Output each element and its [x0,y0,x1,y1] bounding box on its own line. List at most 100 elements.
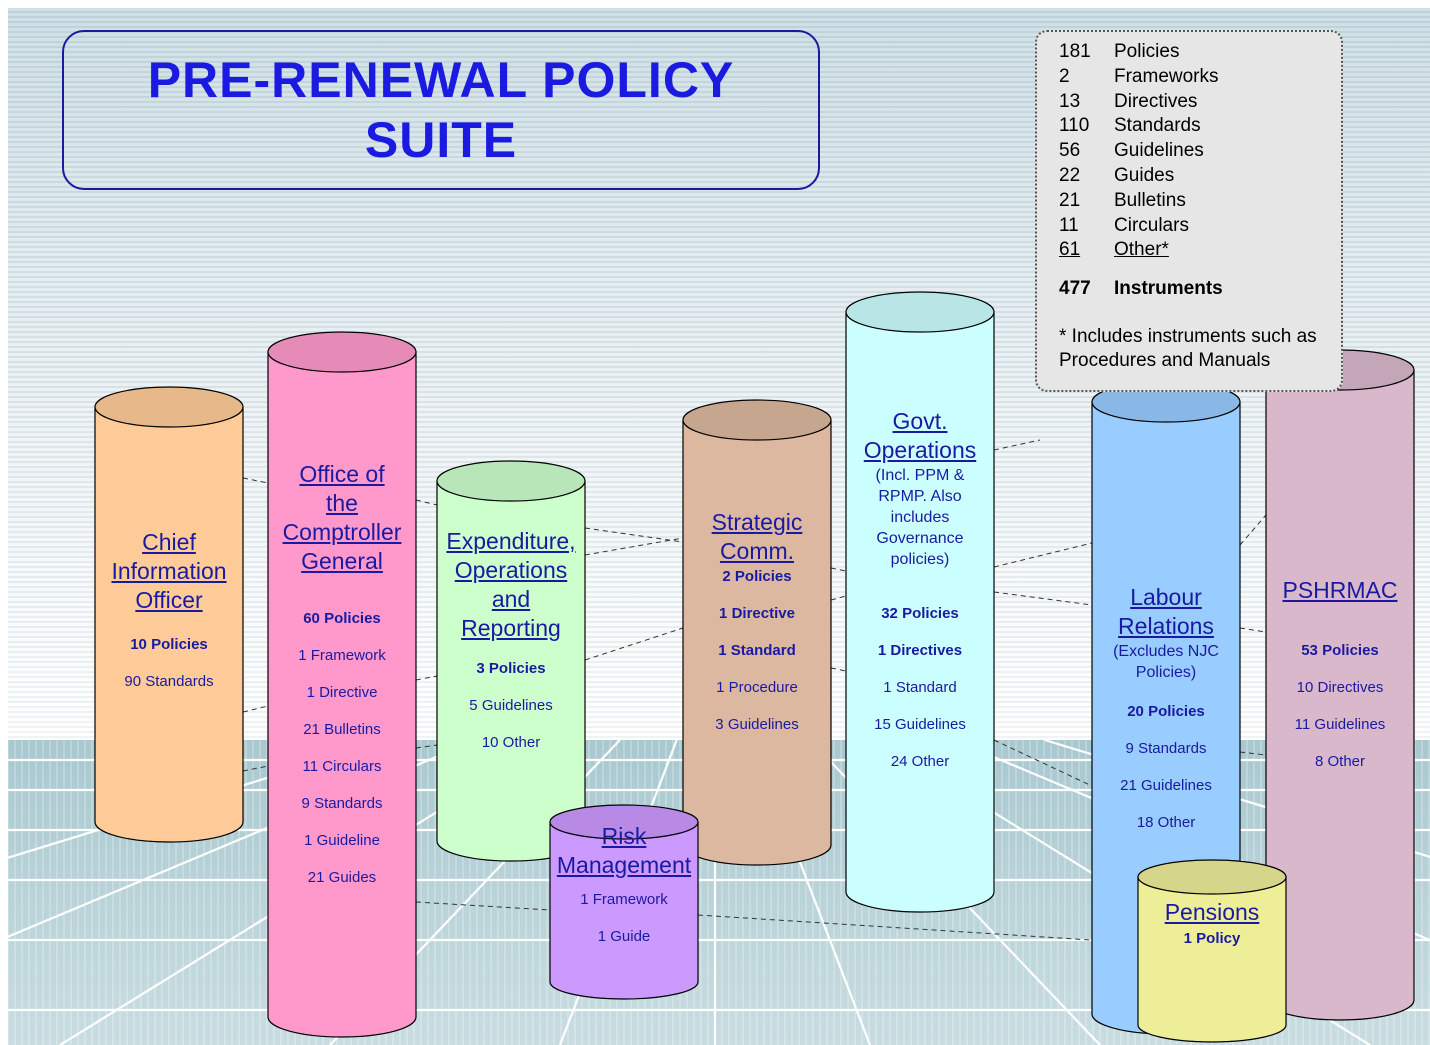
instrument-count: 1 [877,642,887,659]
cylinder-title-line[interactable]: Reporting [461,615,561,641]
cylinder-title-line[interactable]: Office of [299,461,385,487]
legend-count: 13 [1059,90,1081,112]
legend-count: 56 [1059,140,1081,162]
instrument-type: Guidelines [1140,777,1212,794]
cylinder-cio [94,386,244,843]
instrument-type: Guidelines [1314,716,1386,733]
instrument-count: 21 [303,721,320,738]
instrument-type: Standards [145,673,214,690]
instrument-count: 15 [874,716,891,733]
legend-row: 11 Circulars [1059,214,1341,239]
instrument-type: Procedure [728,679,798,696]
cylinder-title-line[interactable]: Operations [863,437,977,463]
page-title: PRE-RENEWAL POLICY SUITE [147,52,735,168]
instrument-count-item: 10 Other [437,724,585,761]
cylinder-title-line[interactable]: Pensions [1164,899,1260,925]
instrument-type: Standards [314,795,383,812]
cylinder-top [1137,859,1287,895]
instrument-count: 24 [890,753,908,770]
instrument-type: Policies [902,605,959,622]
legend-count: 110 [1059,115,1090,137]
instrument-count: 3 [715,716,724,733]
instrument-count-item: 1 Directive [683,595,831,632]
instrument-type: Policies [151,636,208,653]
cylinder-title-line[interactable]: Risk [601,823,647,849]
instrument-count-item: 15 Guidelines [846,706,994,743]
cylinder-title-line[interactable]: Chief [142,529,196,555]
cylinder-title-line[interactable]: Information [111,558,227,584]
cylinder-risk [549,804,699,1000]
instrument-type: Bulletins [324,721,381,738]
instrument-count-item: 10 Directives [1266,669,1414,706]
instrument-count-item: 90 Standards [95,663,243,700]
instrument-count-item: 10 Policies [95,626,243,663]
cylinder-title-line[interactable]: Relations [1118,613,1214,639]
cylinder-title-line[interactable]: and [491,586,531,612]
instrument-count: 9 [1125,740,1134,757]
cylinder-title-line[interactable]: Comm. [719,538,795,564]
cylinder-title-line[interactable]: Expenditure, [446,528,576,554]
instrument-count: 53 [1301,642,1318,659]
legend-label: Circulars [1114,214,1189,236]
legend-total-label: Instruments [1114,278,1223,300]
instrument-count: 21 [307,869,325,886]
cylinder-title-pensions[interactable]: Pensions [1128,898,1296,927]
cylinder-title-line[interactable]: Operations [454,557,568,583]
cylinder-title-line[interactable]: PSHRMAC [1282,577,1398,603]
cylinder-title-line[interactable]: Management [556,852,692,878]
instrument-count-item: 60 Policies [268,600,416,637]
cylinder-title-line[interactable]: General [301,548,383,574]
cylinder-title-line[interactable]: Strategic [711,509,803,535]
legend-label: Policies [1114,41,1180,62]
instrument-count-item: 1 Standard [846,669,994,706]
cylinder-title-pshrmac[interactable]: PSHRMAC [1256,576,1424,605]
cylinder-title-line[interactable]: Labour [1130,584,1202,610]
instrument-type: Policy [1196,930,1241,947]
instrument-count: 1 [1183,930,1192,947]
instrument-count: 20 [1127,703,1144,720]
cylinder-title-line[interactable]: Govt. [892,408,948,434]
instrument-count: 8 [1314,753,1324,770]
instrument-count-item: 32 Policies [846,595,994,632]
instrument-count-item: 11 Guidelines [1266,706,1414,743]
instrument-count-item: 24 Other [846,743,994,780]
cylinder-title-line[interactable]: Comptroller [282,519,402,545]
cylinder-subtitle-line: Governance [876,530,964,547]
instrument-type: Policies [324,610,381,627]
instrument-type: Circulars [322,758,382,775]
instrument-count: 1 [306,684,315,701]
instrument-count-item: 5 Guidelines [437,687,585,724]
cylinder-eor [436,460,586,862]
legend-label: Frameworks [1114,65,1219,87]
cylinder-pensions [1137,859,1287,1043]
instrument-count: 11 [1294,716,1311,733]
instrument-type: Standard [730,642,796,659]
instrument-count-item: 9 Standards [1092,730,1240,767]
legend-count: 11 [1059,214,1079,236]
cylinder-title-line[interactable]: the [326,490,358,516]
instrument-count-item: 8 Other [1266,743,1414,780]
legend-label: Guidelines [1114,140,1204,162]
instrument-type: Policies [734,568,792,585]
instrument-count: 1 [883,679,892,696]
cylinder-title-line[interactable]: Officer [135,587,203,613]
instrument-count-item: 1 Guideline [268,822,416,859]
